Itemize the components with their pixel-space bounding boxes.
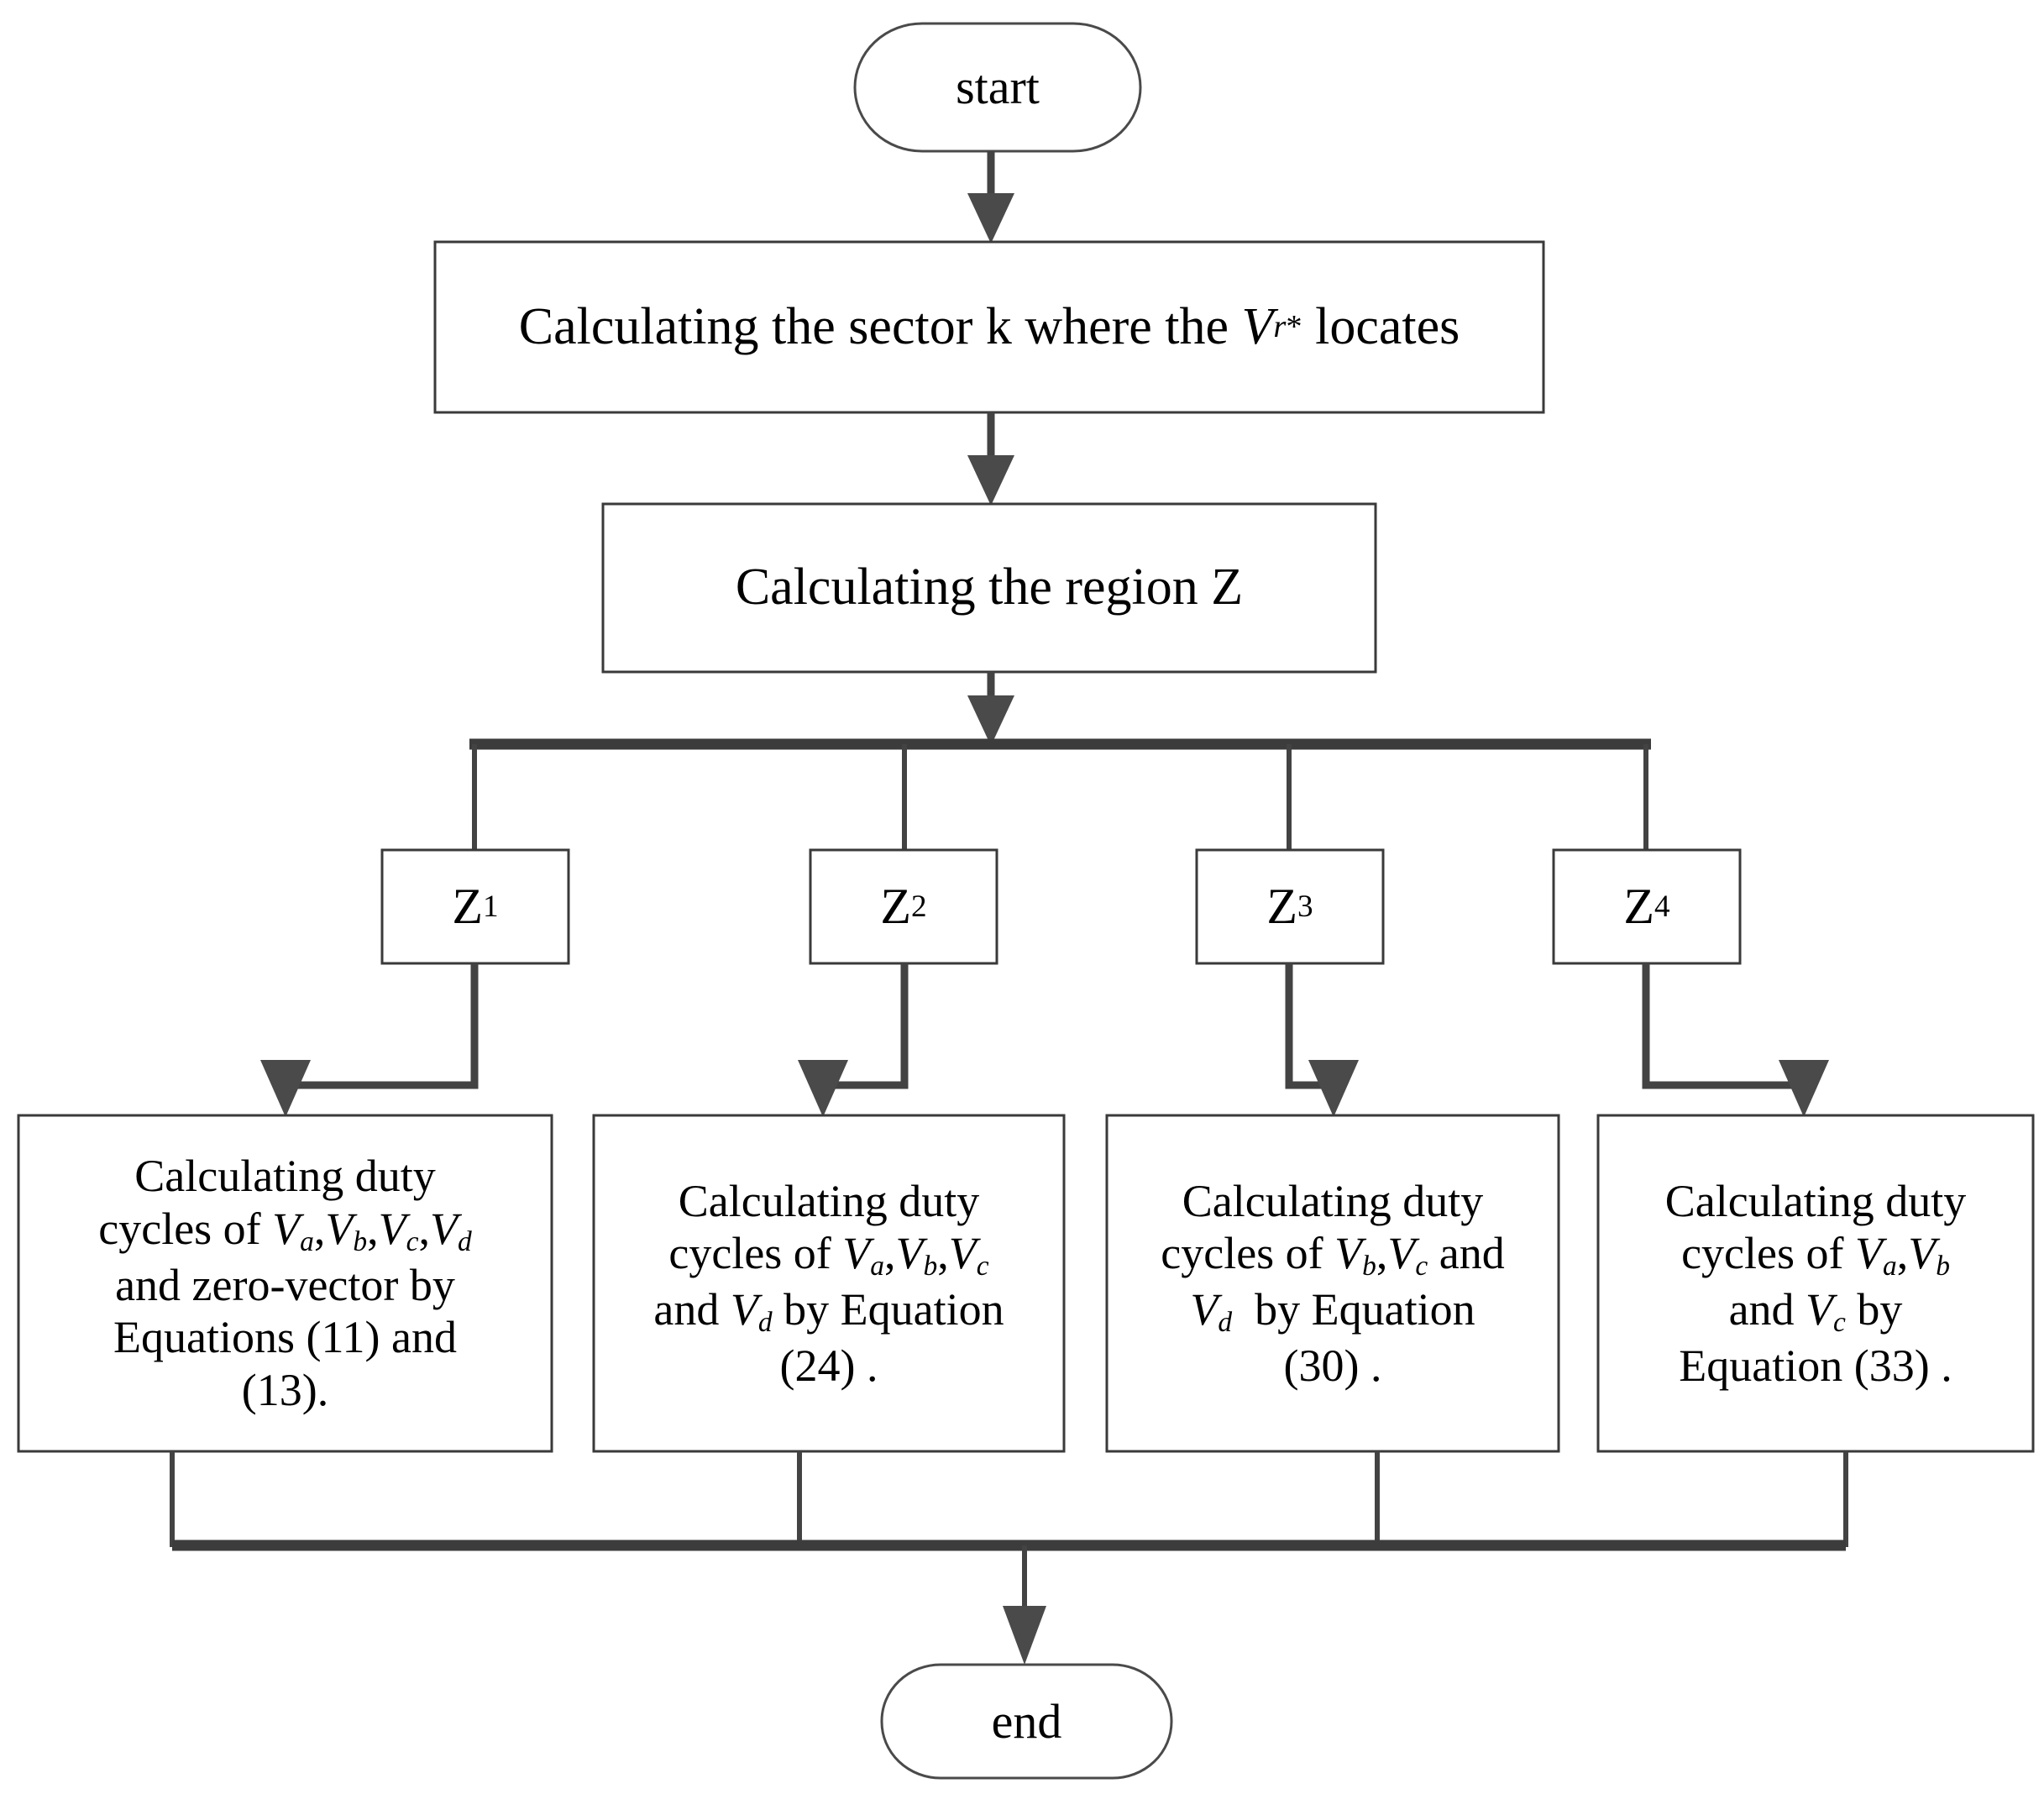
arrowhead-z1-to-duty1 — [260, 1060, 311, 1117]
arrowhead-z2-to-duty2 — [798, 1060, 848, 1117]
node-z1-shape[interactable] — [380, 848, 570, 965]
edge-z1-to-duty1 — [281, 963, 479, 1089]
z2-base: Z — [880, 878, 912, 934]
sector-text-sub: r — [1273, 309, 1287, 345]
z1-sub: 1 — [483, 889, 499, 924]
z3-base: Z — [1266, 878, 1298, 934]
node-end-shape[interactable] — [880, 1663, 1173, 1780]
node-duty1-shape[interactable] — [17, 1114, 553, 1453]
arrowhead-sector-to-region — [967, 455, 1014, 506]
z4-sub: 4 — [1654, 889, 1670, 924]
sector-text-suffix: locates — [1302, 297, 1460, 355]
node-sector-shape[interactable] — [433, 240, 1545, 414]
arrowhead-region-to-split — [967, 695, 1014, 746]
node-z2-shape[interactable] — [809, 848, 998, 965]
node-start-label: start — [956, 60, 1040, 115]
node-duty2-shape[interactable] — [592, 1114, 1066, 1453]
node-duty3-shape[interactable] — [1105, 1114, 1560, 1453]
sector-text-prefix: Calculating the sector k where the — [518, 297, 1242, 355]
arrowhead-z3-to-duty3 — [1308, 1060, 1359, 1117]
node-z3-shape[interactable] — [1195, 848, 1385, 965]
sector-text-var: V — [1241, 297, 1274, 355]
z3-sub: 3 — [1297, 889, 1313, 924]
node-region-shape[interactable] — [601, 502, 1377, 674]
node-start-shape[interactable] — [853, 22, 1142, 153]
arrowhead-start-to-sector — [967, 193, 1014, 244]
z4-base: Z — [1623, 878, 1655, 934]
node-end-label: end — [991, 1693, 1062, 1749]
z1-base: Z — [452, 878, 484, 934]
node-region-label: Calculating the region Z — [735, 559, 1244, 616]
z2-sub: 2 — [911, 889, 927, 924]
arrowhead-merge-to-end — [1003, 1606, 1046, 1665]
node-duty4-shape[interactable] — [1596, 1114, 2035, 1453]
node-z4-shape[interactable] — [1552, 848, 1742, 965]
arrowhead-z4-to-duty4 — [1779, 1060, 1829, 1117]
edge-z4-to-duty4 — [1642, 963, 1808, 1089]
sector-text-sup: * — [1286, 309, 1302, 345]
